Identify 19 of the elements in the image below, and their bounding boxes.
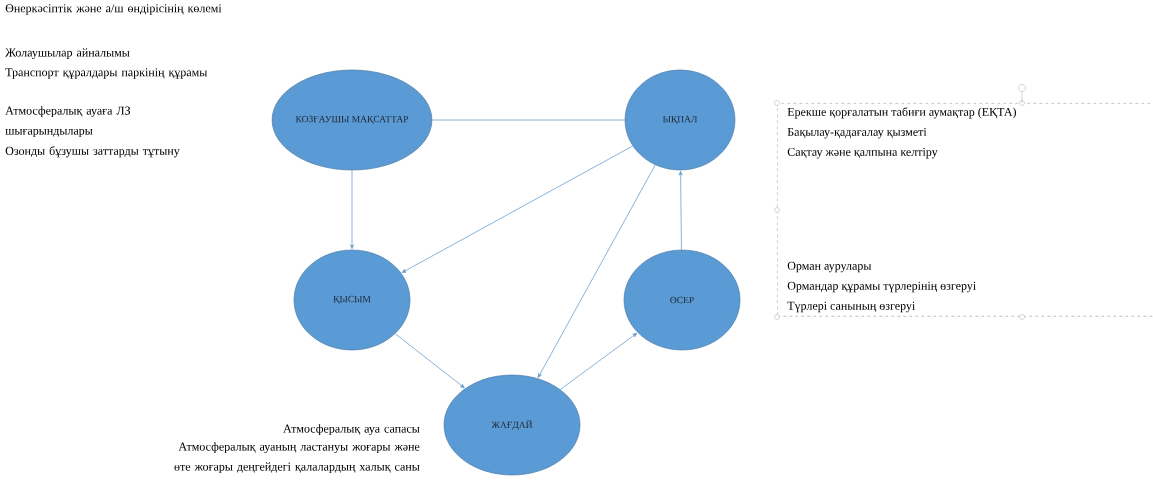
text-frame: Ерекше қорғалатын табиғи аумақтар (ЕҚТА) Бақылау-қадағалау қызметі Сақтау және қалпына келтіру Орман аурулары Ормандар құрамы түрлерінің өзгеруі Түрлері санының өзгеруі <box>777 103 1153 317</box>
arrow <box>559 332 638 390</box>
arrow <box>394 333 465 389</box>
annotation-text: Атмосфералық ауаға ЛЗ шығарындылары <box>5 106 131 138</box>
ellipse-node: КОЗҒАУШЫ МАҚСАТТАР <box>271 69 433 171</box>
arrow <box>537 164 656 378</box>
ellipse-node: ӨСЕР <box>623 249 741 351</box>
annotation-text: Өнеркәсіптік және а/ш өндірісінің көлемі <box>5 4 222 15</box>
ellipse-node: ЖАҒДАЙ <box>443 374 581 476</box>
arrow <box>350 169 354 250</box>
arrow <box>678 170 683 251</box>
ellipse-node: ҚЫСЫМ <box>293 249 411 351</box>
annotation-text: Атмосфералық ауа сапасы <box>283 424 420 436</box>
annotation-text: Озонды бұзушы заттарды тұтыну <box>5 146 180 158</box>
annotation-text: Атмосфералық ауаның ластануы жоғары және өте жоғары деңгейдегі қалалардың халық саны <box>174 442 420 474</box>
ellipse-node: ЫҚПАЛ <box>624 69 736 171</box>
arrow <box>401 145 634 273</box>
annotation-text: Транспорт құралдары паркінің құрамы <box>5 68 208 79</box>
annotation-text: Жолаушылар айналымы <box>5 48 130 59</box>
